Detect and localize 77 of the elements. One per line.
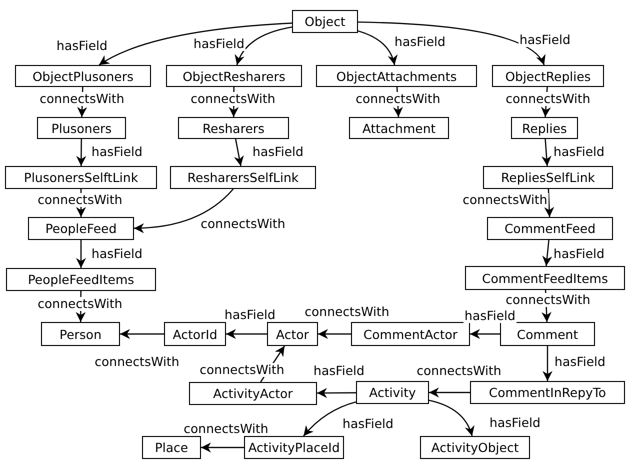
entity-box: Place <box>142 436 201 459</box>
arrow <box>234 138 244 166</box>
entity-box: Replies <box>511 117 578 139</box>
entity-box: ActorId <box>164 322 226 346</box>
edge-label: connectsWith <box>354 92 442 106</box>
edge-label: connectsWith <box>416 364 502 378</box>
arrow <box>358 21 545 66</box>
entity-box: Object <box>292 10 358 33</box>
edge-label: hasField <box>554 355 606 369</box>
edge-label: connectsWith <box>198 363 286 377</box>
arrow <box>470 329 500 339</box>
arrow <box>544 188 554 218</box>
edge-label: connectsWith <box>200 217 286 231</box>
edge-label: hasField <box>394 35 446 49</box>
entity-box: ObjectReplies <box>492 65 604 87</box>
entity-box: Actor <box>267 322 318 346</box>
entity-box: ResharersSelfLink <box>170 166 316 189</box>
entity-box: ActivityObject <box>420 436 530 459</box>
arrow <box>120 329 164 339</box>
edge-label: hasField <box>488 416 542 430</box>
arrow <box>134 188 234 233</box>
entity-box: CommentFeed <box>487 217 613 240</box>
edge-label: hasField <box>90 247 144 261</box>
edge-label: hasField <box>342 417 394 431</box>
edge-label: connectsWith <box>38 92 126 106</box>
entity-box: ObjectPlusoners <box>15 65 151 87</box>
arrow <box>428 400 474 436</box>
arrow <box>542 346 552 381</box>
edge-label: hasField <box>464 309 516 323</box>
entity-box: Resharers <box>178 117 289 139</box>
entity-box: CommentInRepyTo <box>470 381 625 404</box>
edge-label: hasField <box>224 308 276 322</box>
arrow <box>76 240 86 268</box>
edge-label: connectsWith <box>36 193 124 207</box>
entity-box: Activity <box>356 381 429 404</box>
edge-label: hasField <box>252 145 304 159</box>
entity-box: Plusoners <box>37 117 126 139</box>
arrow <box>358 30 398 66</box>
edge-label: connectsWith <box>504 92 592 106</box>
edge-label: connectsWith <box>304 305 390 319</box>
entity-box: ActivityPlaceId <box>244 436 344 459</box>
edge-label: hasField <box>552 247 606 261</box>
edge-label: hasField <box>312 364 366 378</box>
arrow <box>235 26 292 66</box>
edge-label: hasField <box>192 37 246 51</box>
arrow <box>76 139 86 166</box>
edge-label: hasField <box>90 145 144 159</box>
entity-box: Attachment <box>349 117 449 139</box>
arrow <box>542 240 552 266</box>
entity-box: RepliesSelfLink <box>483 166 613 189</box>
entity-box: Comment <box>500 322 595 346</box>
entity-box: CommentFeedItems <box>465 266 625 290</box>
entity-box: CommentActor <box>351 322 470 346</box>
arrow <box>303 401 356 436</box>
edge-label: hasField <box>552 145 606 159</box>
arrow <box>318 329 351 339</box>
edge-label: connectsWith <box>182 422 270 436</box>
entity-box: ObjectResharers <box>166 65 302 87</box>
edge-label: connectsWith <box>504 293 592 307</box>
edge-label: connectsWith <box>190 92 276 106</box>
arrow <box>201 442 244 452</box>
entity-box: ObjectAttachments <box>316 65 477 87</box>
edge-label: hasField <box>56 39 108 53</box>
arrow <box>542 138 552 166</box>
entity-box: Person <box>41 322 120 346</box>
edge-label: connectsWith <box>36 297 124 311</box>
entity-box: ActivityActor <box>189 382 317 405</box>
entity-box: PeopleFeed <box>28 217 134 240</box>
arrow <box>429 388 470 398</box>
arrow <box>317 388 356 398</box>
arrow <box>98 22 292 66</box>
edge-label: hasField <box>518 33 572 47</box>
edge-label: connectsWith <box>462 193 548 207</box>
edge-label: connectsWith <box>94 355 180 369</box>
entity-box: PeopleFeedItems <box>6 268 156 291</box>
entity-box: PlusonersSelftLink <box>5 166 157 189</box>
arrow <box>226 329 267 339</box>
